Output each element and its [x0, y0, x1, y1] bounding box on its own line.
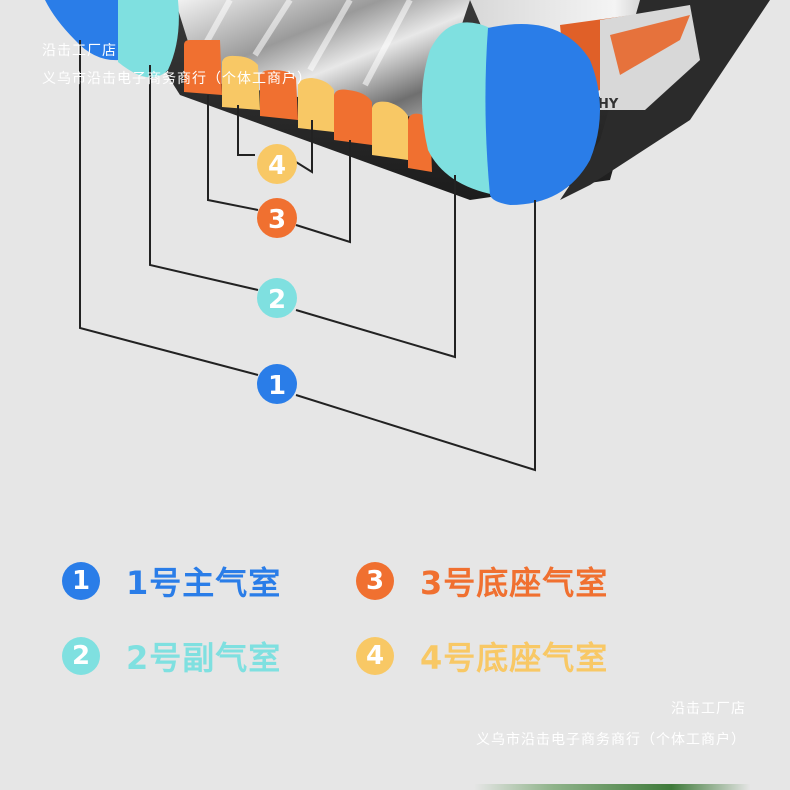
- next-section-edge: [0, 784, 790, 790]
- leader-line-4-right: [295, 120, 313, 174]
- callout-3: 3: [257, 198, 297, 238]
- callout-2-circle: [257, 278, 297, 318]
- callout-4-circle: [257, 144, 297, 184]
- legend-item-1: 1 1号主气室: [62, 558, 281, 604]
- watermark-company-name-top: 义乌市沿击电子商务商行（个体工商户）: [42, 71, 312, 87]
- chamber-1-right: [485, 24, 600, 205]
- callout-2: 2: [257, 278, 297, 318]
- legend-label-3: 3号底座气室: [420, 564, 609, 602]
- legend-item-4: 4 4号底座气室: [356, 633, 608, 679]
- chamber-1-left: [45, 0, 120, 61]
- legend-label-4: 4号底座气室: [420, 639, 609, 677]
- leader-line-1-right: [295, 200, 536, 472]
- side-label-text: HY: [598, 97, 619, 112]
- legend-item-2: 2 2号副气室: [62, 633, 281, 679]
- callout-1-number: 1: [268, 371, 286, 401]
- chamber-4-segment: [222, 55, 260, 110]
- watermark-shop-name-top: 沿击工厂店: [42, 43, 117, 59]
- callout-3-circle: [257, 198, 297, 238]
- base-chambers: [184, 40, 432, 172]
- callout-1-circle: [257, 364, 297, 404]
- chamber-3-segment: [184, 40, 222, 95]
- legend-badge-3: 3: [356, 562, 394, 600]
- legend-badge-4: 4: [356, 637, 394, 675]
- callout-2-number: 2: [268, 285, 286, 315]
- legend-item-3: 3 3号底座气室: [356, 558, 608, 604]
- legend-badge-1: 1: [62, 562, 100, 600]
- chamber-2-right: [421, 22, 495, 196]
- legend-label-1: 1号主气室: [126, 564, 282, 602]
- watermark-company-name-bottom: 义乌市沿击电子商务商行（个体工商户）: [476, 732, 746, 748]
- leader-line-3-right: [295, 140, 351, 244]
- leader-line-2-right: [295, 175, 456, 359]
- callout-3-number: 3: [268, 205, 286, 235]
- leader-lines: [79, 40, 536, 472]
- callout-4-number: 4: [268, 151, 286, 181]
- leader-line-1-left: [79, 40, 259, 376]
- chamber-3-segment: [334, 89, 372, 145]
- brand-marks: [610, 15, 690, 75]
- chamber-4-segment: [298, 78, 334, 132]
- legend-label-2: 2号副气室: [126, 639, 282, 677]
- left-main-chamber: [45, 0, 179, 78]
- chamber-3-segment: [260, 70, 298, 120]
- chamber-4-segment: [372, 101, 408, 160]
- legend-badge-2: 2: [62, 637, 100, 675]
- leader-line-3-left: [207, 95, 259, 211]
- leader-line-2-left: [149, 65, 259, 291]
- watermark-shop-name-bottom: 沿击工厂店: [671, 701, 746, 717]
- callout-1: 1: [257, 364, 297, 404]
- leader-line-4-left: [237, 105, 255, 156]
- right-main-chamber: [421, 22, 600, 205]
- right-wall-dark-side: [560, 0, 770, 200]
- chamber-2-left: [118, 0, 179, 78]
- ridge-highlights: [202, 0, 413, 87]
- callout-4: 4: [257, 144, 297, 184]
